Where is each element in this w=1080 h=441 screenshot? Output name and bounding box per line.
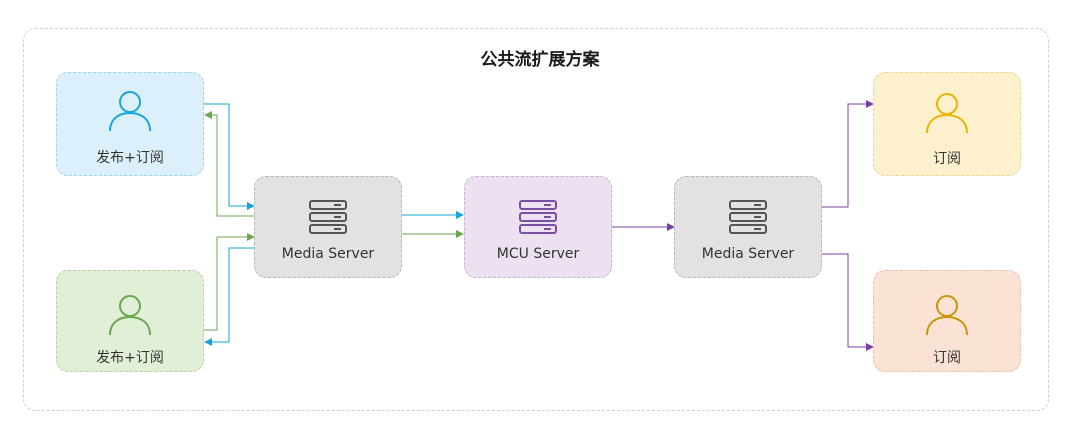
user-icon: [109, 295, 151, 336]
user-icon: [109, 91, 151, 132]
publisher-bottom-label: 发布+订阅: [96, 350, 164, 366]
subscriber-top-node[interactable]: 订阅: [873, 72, 1021, 176]
subscriber-bottom-label: 订阅: [933, 350, 961, 366]
media-server-left-label: Media Server: [281, 246, 375, 262]
media-server-right-label: Media Server: [701, 246, 795, 262]
arrow-media-right-to-subscriber-top: [822, 100, 874, 208]
server-icon: [309, 200, 347, 234]
publisher-top-node[interactable]: 发布+订阅: [56, 72, 204, 176]
server-icon: [729, 200, 767, 234]
arrow-media-to-publisher-top: [204, 111, 254, 217]
mcu-server-node[interactable]: MCU Server: [464, 176, 612, 278]
arrow-publisher-top-to-media: [204, 103, 255, 210]
subscriber-top-label: 订阅: [933, 151, 961, 167]
arrow-publisher-bottom-to-media: [204, 233, 255, 331]
arrow-media-right-to-subscriber-bottom: [822, 253, 874, 351]
mcu-server-label: MCU Server: [496, 246, 580, 262]
arrow-media-to-publisher-bottom: [204, 247, 254, 346]
user-icon: [926, 295, 968, 336]
media-server-left-node[interactable]: Media Server: [254, 176, 402, 278]
subscriber-bottom-node[interactable]: 订阅: [873, 270, 1021, 372]
publisher-bottom-node[interactable]: 发布+订阅: [56, 270, 204, 372]
publisher-top-label: 发布+订阅: [96, 150, 164, 166]
user-icon: [926, 93, 968, 134]
diagram-frame: [23, 28, 1049, 411]
diagram-title: 公共流扩展方案: [480, 50, 600, 70]
media-server-right-node[interactable]: Media Server: [674, 176, 822, 278]
server-icon: [519, 200, 557, 234]
